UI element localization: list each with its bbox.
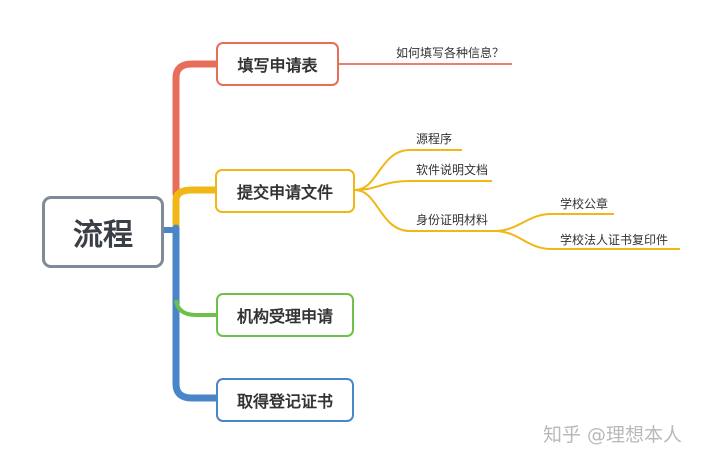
root-node[interactable]: 流程 <box>42 196 164 268</box>
leaf-id-materials[interactable]: 身份证明材料 <box>416 213 489 227</box>
leaf-source-code[interactable]: 源程序 <box>416 132 453 146</box>
step-node-certificate[interactable]: 取得登记证书 <box>216 378 354 422</box>
link-school-seal <box>493 213 614 232</box>
step-node-accept[interactable]: 机构受理申请 <box>216 293 354 337</box>
leaf-fill-info[interactable]: 如何填写各种信息？ <box>396 46 505 60</box>
step-node-fill-form[interactable]: 填写申请表 <box>216 42 339 86</box>
leaf-school-seal[interactable]: 学校公章 <box>560 197 609 211</box>
leaf-software-doc[interactable]: 软件说明文档 <box>416 163 489 177</box>
trunk-blue <box>172 224 220 402</box>
watermark: 知乎 @理想本人 <box>543 424 683 446</box>
link-id-materials <box>354 189 494 232</box>
trunk-yellow <box>172 186 215 228</box>
trunk-green <box>174 299 216 317</box>
trunk-red <box>172 60 220 198</box>
link-source-code <box>354 149 462 191</box>
link-legal-rep <box>493 230 680 250</box>
leaf-legal-rep-id-copy[interactable]: 学校法人证书复印件 <box>560 233 669 247</box>
link-software-doc <box>354 180 492 191</box>
step-node-submit-docs[interactable]: 提交申请文件 <box>215 169 355 213</box>
